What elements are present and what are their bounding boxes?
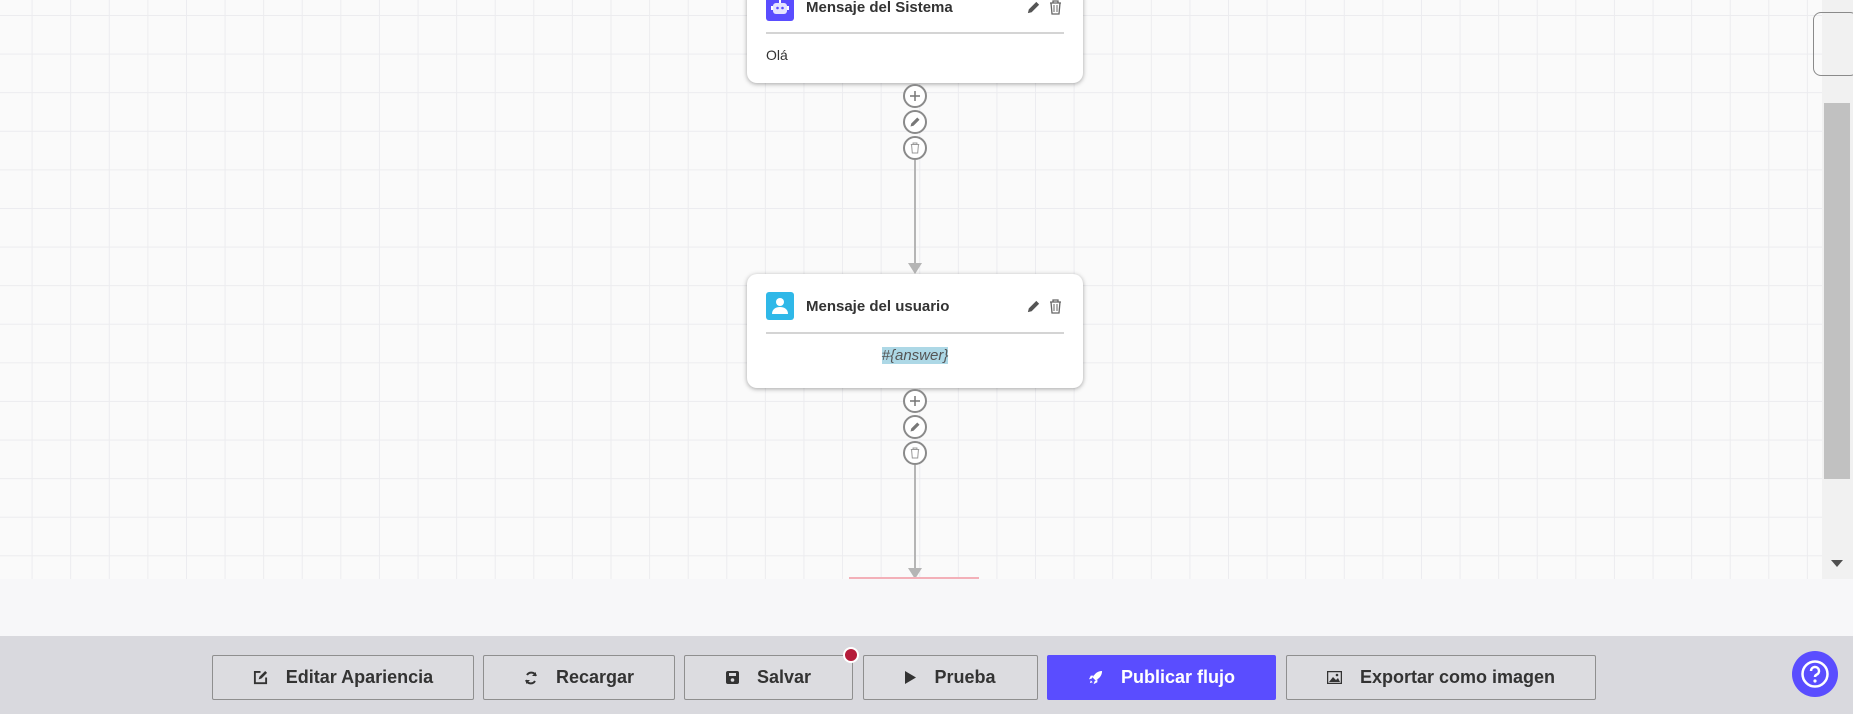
bottom-toolbar: Editar Apariencia Recargar Salvar Prueba… bbox=[0, 636, 1853, 714]
rocket-icon bbox=[1088, 670, 1103, 685]
connector-arrow bbox=[908, 263, 922, 274]
button-label: Exportar como imagen bbox=[1359, 667, 1556, 687]
delete-connection-button[interactable] bbox=[903, 441, 927, 465]
user-icon bbox=[766, 292, 794, 320]
divider bbox=[766, 332, 1064, 334]
node-system-message[interactable]: Mensaje del Sistema Olá bbox=[747, 0, 1083, 83]
save-button[interactable]: Salvar bbox=[684, 655, 853, 700]
edit-appearance-button[interactable]: Editar Apariencia bbox=[212, 655, 474, 700]
button-label: Prueba bbox=[934, 667, 996, 687]
edit-connection-button[interactable] bbox=[903, 415, 927, 439]
divider bbox=[766, 32, 1064, 34]
minimap-panel[interactable] bbox=[1813, 12, 1853, 76]
play-icon bbox=[905, 671, 917, 684]
export-image-button[interactable]: Exportar como imagen bbox=[1286, 655, 1596, 700]
node-title: Mensaje del Sistema bbox=[806, 0, 953, 16]
add-node-button[interactable] bbox=[903, 389, 927, 413]
button-label: Publicar flujo bbox=[1120, 667, 1235, 687]
test-button[interactable]: Prueba bbox=[863, 655, 1038, 700]
scroll-down-arrow[interactable] bbox=[1831, 560, 1843, 567]
publish-flow-button[interactable]: Publicar flujo bbox=[1047, 655, 1276, 700]
button-label: Salvar bbox=[756, 667, 812, 687]
connector-arrow bbox=[908, 568, 922, 579]
button-label: Editar Apariencia bbox=[285, 667, 434, 687]
node-body: Olá bbox=[766, 47, 788, 63]
node-title: Mensaje del usuario bbox=[806, 297, 950, 315]
reload-button[interactable]: Recargar bbox=[483, 655, 675, 700]
robot-icon bbox=[766, 0, 794, 21]
question-icon bbox=[1801, 660, 1829, 688]
add-node-button[interactable] bbox=[903, 84, 927, 108]
edit-node-icon[interactable] bbox=[1024, 0, 1042, 16]
edit-icon bbox=[253, 670, 268, 685]
unsaved-changes-indicator bbox=[843, 647, 859, 663]
delete-node-icon[interactable] bbox=[1046, 297, 1064, 315]
edit-node-icon[interactable] bbox=[1024, 297, 1042, 315]
connector-line bbox=[914, 160, 916, 264]
flow-canvas[interactable]: Mensaje del Sistema Olá Mensaje del usua… bbox=[0, 0, 1822, 579]
delete-connection-button[interactable] bbox=[903, 136, 927, 160]
next-node-edge bbox=[849, 577, 979, 579]
button-label: Recargar bbox=[555, 667, 635, 687]
help-button[interactable] bbox=[1792, 651, 1838, 697]
node-user-message[interactable]: Mensaje del usuario #{answer} bbox=[747, 274, 1083, 388]
delete-node-icon[interactable] bbox=[1046, 0, 1064, 16]
connector-line bbox=[914, 465, 916, 569]
refresh-icon bbox=[524, 671, 538, 685]
answer-variable: #{answer} bbox=[881, 347, 949, 364]
edit-connection-button[interactable] bbox=[903, 110, 927, 134]
scrollbar-thumb[interactable] bbox=[1824, 103, 1850, 479]
image-icon bbox=[1326, 671, 1342, 684]
save-icon bbox=[725, 671, 739, 684]
